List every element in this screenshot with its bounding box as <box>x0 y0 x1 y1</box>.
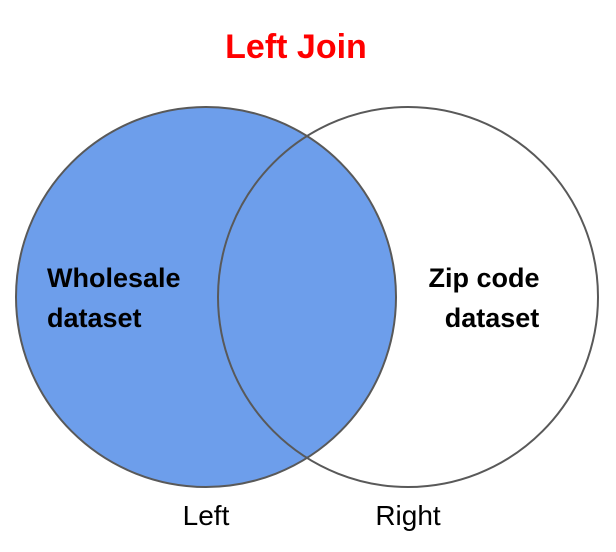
right-set-circle <box>217 106 599 488</box>
right-set-label-line2: dataset <box>445 303 540 333</box>
left-set-label-line2: dataset <box>47 303 142 333</box>
diagram-title: Left Join <box>225 28 367 66</box>
left-caption: Left <box>183 500 230 531</box>
left-set-circle <box>15 106 397 488</box>
left-set-label-line1: Wholesale <box>47 263 181 293</box>
right-set-label-line1: Zip code <box>428 263 539 293</box>
right-caption: Right <box>375 500 441 531</box>
